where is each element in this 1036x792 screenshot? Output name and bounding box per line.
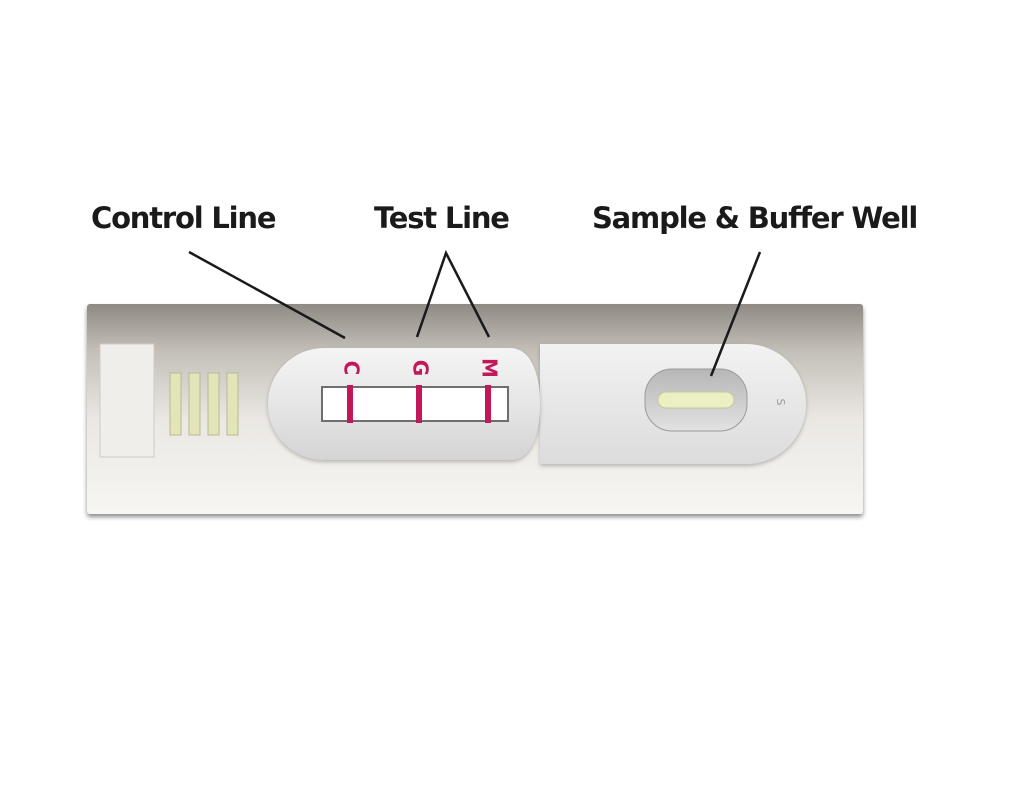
control-line (347, 385, 353, 423)
control-marker: C (340, 361, 364, 376)
control-line-label: Control Line (91, 201, 277, 235)
label-pad (99, 343, 155, 458)
test-line-m (485, 385, 491, 423)
sample-buffer-well-label: Sample & Buffer Well (592, 201, 918, 235)
test-marker-g: G (409, 360, 433, 376)
sample-well-mark: S (774, 399, 787, 406)
grip-ridge (169, 372, 182, 436)
test-marker-m: M (478, 358, 502, 378)
grip-ridge (188, 372, 201, 436)
grip-ridge (207, 372, 220, 436)
sample-well-leader (709, 251, 762, 377)
test-line-label: Test Line (374, 201, 510, 235)
grip-ridge (226, 372, 239, 436)
control-line-leader (188, 250, 346, 340)
test-line-leader (415, 249, 491, 338)
sample-well-opening (657, 391, 735, 409)
test-line-g (416, 385, 422, 423)
